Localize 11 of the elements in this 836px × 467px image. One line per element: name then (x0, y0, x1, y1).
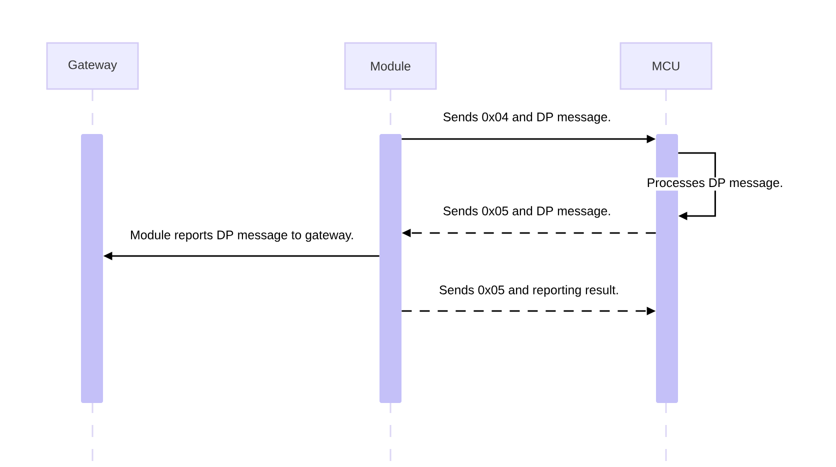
edge-label: Module reports DP message to gateway. (131, 230, 353, 242)
edge-label: Sends 0x05 and reporting result. (440, 285, 618, 297)
participant-box: Module (344, 42, 437, 90)
activation-bar (81, 134, 103, 403)
edge-label: Sends 0x04 and DP message. (443, 112, 610, 124)
participant-box: Gateway (46, 42, 139, 90)
participant-box: MCU (620, 42, 712, 90)
edge-label: Processes DP message. (646, 177, 784, 191)
activation-bar (380, 134, 402, 403)
arrow (678, 152, 716, 220)
edge-label: Sends 0x05 and DP message. (443, 206, 610, 218)
